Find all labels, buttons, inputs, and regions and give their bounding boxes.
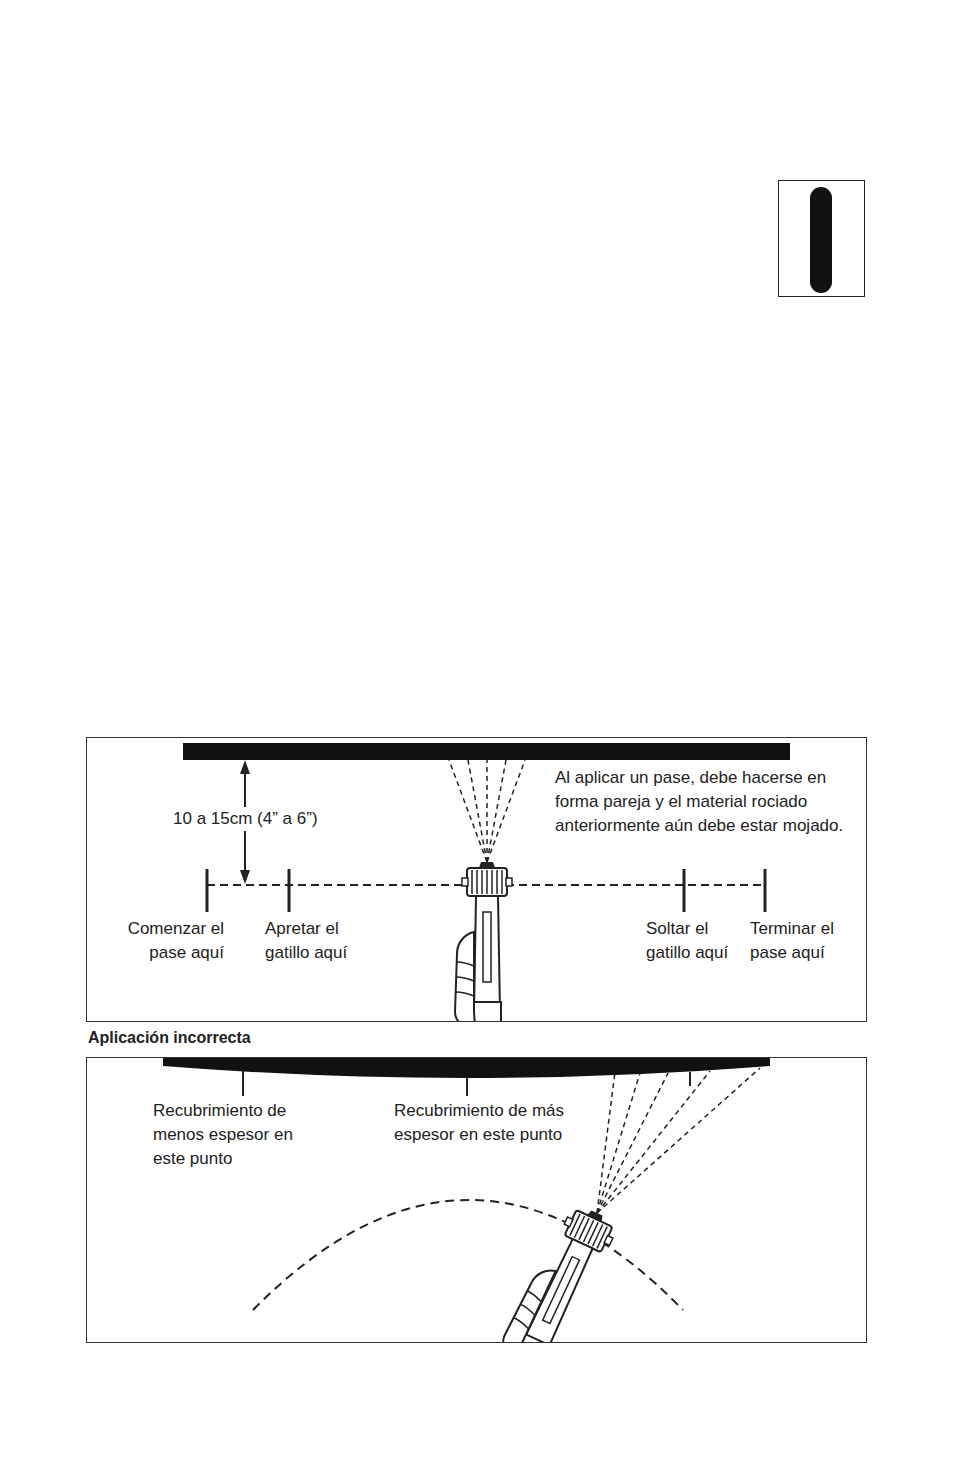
note-text: Al aplicar un pase, debe hacerse en form…	[555, 766, 850, 838]
release-label: Soltar el gatillo aquí	[646, 917, 736, 965]
trigger-label: Apretar el gatillo aquí	[265, 917, 355, 965]
start-label: Comenzar el pase aquí	[124, 917, 224, 965]
correct-panel: Al aplicar un pase, debe hacerse en form…	[86, 737, 867, 1022]
end-label: Terminar el pase aquí	[750, 917, 845, 965]
thin-coat-label: Recubrimiento de menos espesor en este p…	[153, 1099, 328, 1171]
thick-coat-label: Recubrimiento de más espesor en este pun…	[394, 1099, 569, 1147]
incorrect-panel: Aplicación incorrectaRecubrimiento de me…	[86, 1026, 867, 1343]
panel-border	[86, 1057, 867, 1343]
dimension-label: 10 a 15cm (4” a 6”)	[170, 807, 321, 831]
panel-heading: Aplicación incorrecta	[88, 1026, 388, 1050]
